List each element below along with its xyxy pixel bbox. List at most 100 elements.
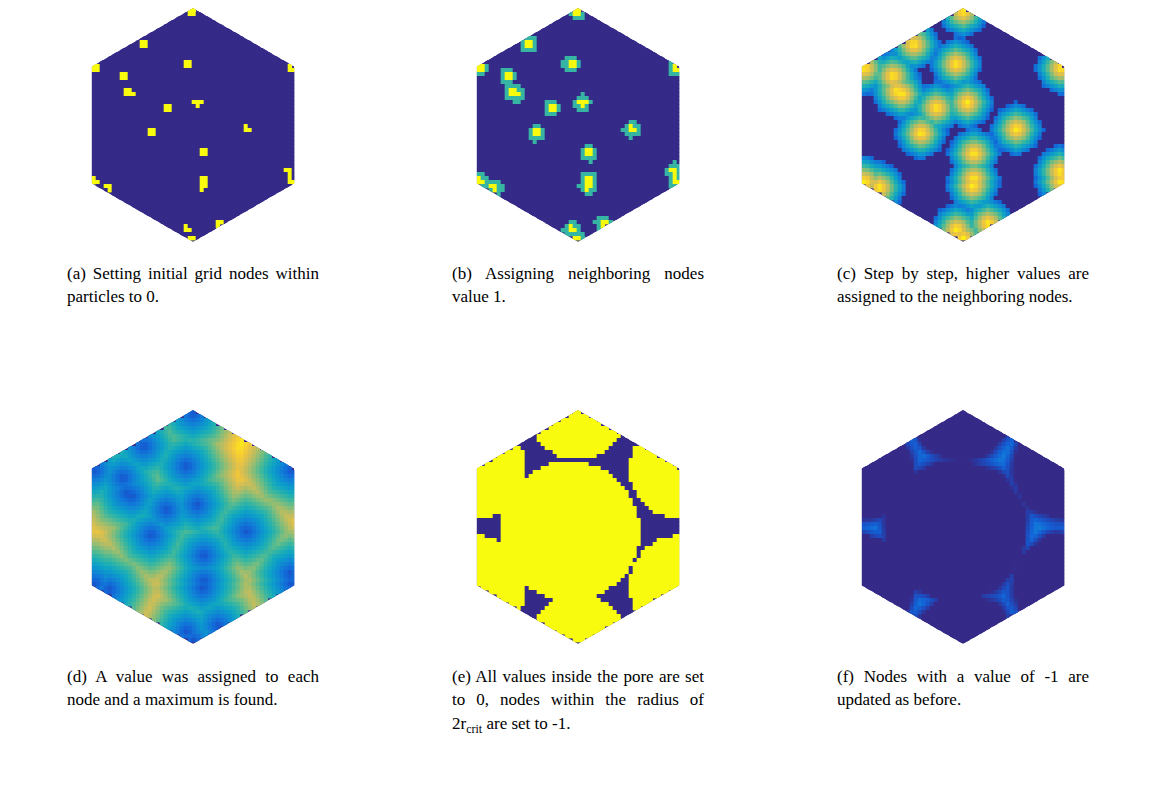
heatmap-cell xyxy=(108,84,112,88)
heatmap-cell xyxy=(156,88,160,92)
heatmap-cell xyxy=(164,96,168,100)
heatmap-cell xyxy=(104,152,108,156)
heatmap-cell xyxy=(272,60,276,64)
heatmap-cell xyxy=(168,148,172,152)
heatmap-cell xyxy=(192,128,196,132)
heatmap-cell xyxy=(268,140,272,144)
heatmap-cell xyxy=(252,184,256,188)
heatmap-cell xyxy=(236,180,240,184)
heatmap-cell xyxy=(156,32,160,36)
heatmap-cell xyxy=(176,108,180,112)
heatmap-cell xyxy=(220,168,224,172)
heatmap-cell xyxy=(104,84,108,88)
heatmap-cell xyxy=(224,32,228,36)
heatmap-cell xyxy=(256,68,260,72)
heatmap-cell xyxy=(204,20,208,24)
heatmap-cell xyxy=(220,60,224,64)
heatmap-cell xyxy=(192,16,196,20)
heatmap-cell xyxy=(236,72,240,76)
heatmap-cell xyxy=(156,136,160,140)
heatmap-cell xyxy=(168,156,172,160)
heatmap-cell xyxy=(112,128,116,132)
heatmap-cell xyxy=(128,168,132,172)
heatmap-cell xyxy=(156,188,160,192)
heatmap-cell xyxy=(284,140,288,144)
heatmap-cell xyxy=(176,68,180,72)
heatmap-cell xyxy=(136,176,140,180)
heatmap-cell xyxy=(132,172,136,176)
heatmap-cell xyxy=(196,80,200,84)
heatmap-cell xyxy=(284,84,288,88)
heatmap-cell xyxy=(124,112,128,116)
heatmap-cell xyxy=(248,88,252,92)
heatmap-cell xyxy=(240,120,244,124)
heatmap-cell xyxy=(180,88,184,92)
heatmap-cell xyxy=(200,36,204,40)
heatmap-cell xyxy=(140,40,144,44)
heatmap-cell xyxy=(224,180,228,184)
heatmap-cell xyxy=(244,148,248,152)
heatmap-cell xyxy=(108,140,112,144)
heatmap-cell xyxy=(200,68,204,72)
heatmap-cell xyxy=(116,108,120,112)
heatmap-cell xyxy=(188,168,192,172)
heatmap-cell xyxy=(284,72,288,76)
heatmap-cell xyxy=(228,108,232,112)
heatmap-cell xyxy=(192,20,196,24)
heatmap-cell xyxy=(128,60,132,64)
heatmap-cell xyxy=(272,168,276,172)
heatmap-cell xyxy=(208,56,212,60)
heatmap-cell xyxy=(128,164,132,168)
heatmap-cell xyxy=(248,152,252,156)
heatmap-cell xyxy=(100,104,104,108)
heatmap-cell xyxy=(140,176,144,180)
heatmap-cell xyxy=(276,156,280,160)
heatmap-cell xyxy=(216,56,220,60)
heatmap-cell xyxy=(268,52,272,56)
heatmap-cell xyxy=(152,32,156,36)
heatmap-cell xyxy=(264,104,268,108)
heatmap-cell xyxy=(200,124,204,128)
heatmap-cell xyxy=(292,72,296,76)
heatmap-cell xyxy=(216,172,220,176)
heatmap-cell xyxy=(120,88,124,92)
heatmap-cell xyxy=(116,84,120,88)
heatmap-cell xyxy=(148,192,152,196)
heatmap-cell xyxy=(116,100,120,104)
heatmap-cell xyxy=(112,188,116,192)
heatmap-cell xyxy=(184,160,188,164)
heatmap-cell xyxy=(188,8,192,12)
heatmap-cell xyxy=(292,140,296,144)
heatmap-cell xyxy=(132,144,136,148)
heatmap-cell xyxy=(224,116,228,120)
heatmap-cell xyxy=(212,104,216,108)
heatmap-cell xyxy=(148,128,152,132)
heatmap-cell xyxy=(96,116,100,120)
heatmap-cell xyxy=(284,96,288,100)
heatmap-cell xyxy=(160,148,164,152)
heatmap-cell xyxy=(280,92,284,96)
heatmap-cell xyxy=(180,64,184,68)
heatmap-cell xyxy=(116,92,120,96)
heatmap-cell xyxy=(108,152,112,156)
heatmap-cell xyxy=(264,76,268,80)
heatmap-cell xyxy=(208,168,212,172)
heatmap-cell xyxy=(168,144,172,148)
heatmap-cell xyxy=(104,80,108,84)
heatmap-cell xyxy=(204,156,208,160)
heatmap-cell xyxy=(188,104,192,108)
heatmap-cell xyxy=(144,64,148,68)
heatmap-cell xyxy=(252,56,256,60)
heatmap-cell xyxy=(208,36,212,40)
heatmap-cell xyxy=(148,44,152,48)
heatmap-cell xyxy=(260,104,264,108)
heatmap-cell xyxy=(244,140,248,144)
heatmap-cell xyxy=(240,80,244,84)
heatmap-cell xyxy=(104,88,108,92)
heatmap-cell xyxy=(184,128,188,132)
heatmap-cell xyxy=(208,84,212,88)
heatmap-cell xyxy=(284,60,288,64)
heatmap-cell xyxy=(184,168,188,172)
heatmap-cell xyxy=(276,116,280,120)
heatmap-cell xyxy=(212,40,216,44)
